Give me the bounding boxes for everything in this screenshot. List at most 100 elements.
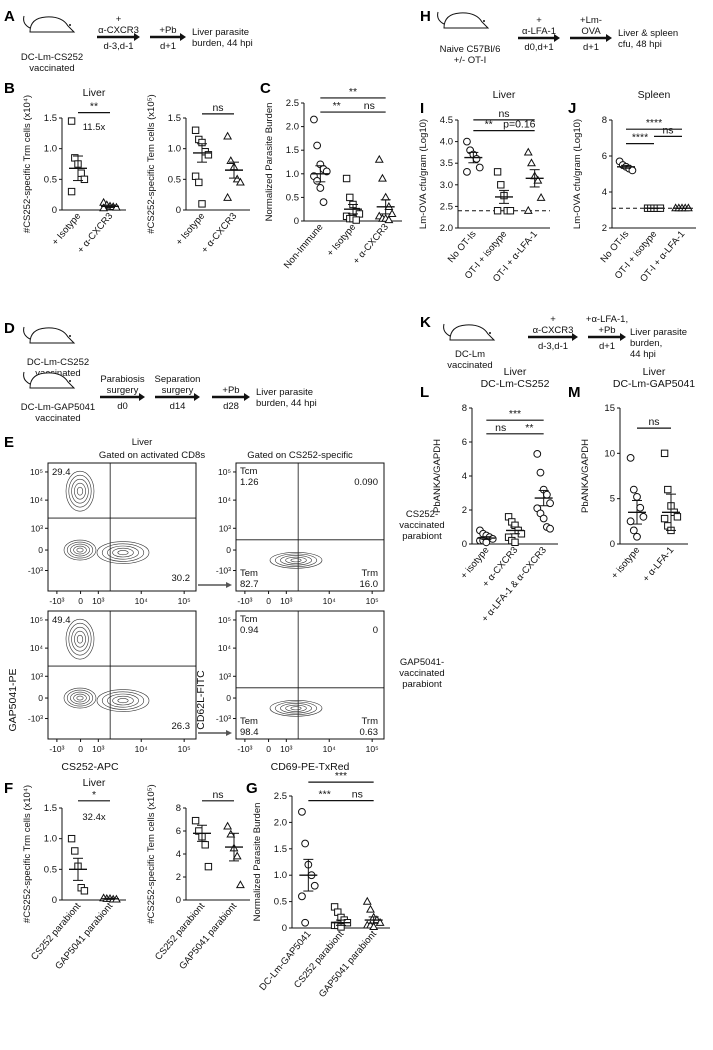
data-point (235, 177, 245, 186)
label-line: -10³ (49, 744, 64, 754)
panel-label-i: I (420, 100, 424, 117)
label-line: Normalized Parasite Burden (264, 103, 275, 222)
y-axis-title: #CS252-specific Tem cells (x10⁵) (146, 784, 157, 923)
label-line: 0 (226, 693, 231, 703)
label-line: burden, (630, 338, 662, 349)
data-point (546, 524, 554, 533)
label-line: 2.5 (286, 98, 299, 109)
gate-percent-label: 29.4 (52, 467, 71, 478)
y-axis-title: Lm-OVA cfu/gram (Log10) (572, 119, 583, 229)
gate-percent-label: 49.4 (52, 615, 71, 626)
y-tick-label: 10⁴ (30, 495, 43, 505)
x-tick-label: 10⁴ (323, 596, 336, 606)
chart-title: Liver (493, 89, 516, 101)
label-line: burden, 44 hpi (192, 38, 253, 49)
panel-label-l: L (420, 384, 429, 401)
label-line: 0 (52, 895, 57, 906)
y-tick-label: 0 (226, 545, 231, 555)
significance-label: ns (212, 102, 223, 114)
label-line: -10³ (28, 566, 43, 576)
y-tick-label: 0 (610, 539, 615, 550)
gate-percent-label: 26.3 (172, 721, 191, 732)
flow-plot-frame (235, 610, 385, 740)
dot-plot-charts: 00.51.01.5#CS252-specific Trm cells (x10… (22, 86, 696, 1000)
x-tick-label: 0 (266, 596, 271, 606)
label-line: 0.63 (360, 727, 379, 738)
mouse-label: Naive C57Bl/6+/- OT-I (440, 44, 501, 66)
y-tick-label: 2.0 (274, 817, 287, 828)
label-line: Liver (504, 366, 527, 378)
label-line: OVA (581, 26, 601, 37)
data-point (310, 881, 319, 890)
y-tick-label: 5 (610, 494, 615, 505)
label-line: 2 (602, 223, 607, 234)
quadrant-percent-label: 0 (373, 625, 378, 636)
chart-b2: 00.51.01.5#CS252-specific Tem cells (x10… (146, 94, 250, 256)
density-contour (107, 545, 139, 560)
label-line: 1.0 (286, 169, 299, 180)
chart-i: 2.02.53.03.54.04.5Lm-OVA cfu/gram (Log10… (418, 89, 550, 284)
label-line: 1.0 (168, 144, 181, 155)
label-line: + Isotype (50, 211, 83, 248)
data-point (80, 175, 89, 184)
density-contour (96, 541, 150, 564)
y-tick-label: 2.5 (440, 201, 453, 212)
y-tick-label: 1.5 (274, 844, 287, 855)
y-tick-label: 1.5 (44, 113, 57, 124)
label-line: + Isotype (325, 222, 358, 259)
data-point (660, 449, 669, 458)
y-tick-label: 4 (602, 187, 607, 198)
label-line: 4.5 (440, 115, 453, 126)
data-point (636, 503, 645, 512)
data-point (493, 168, 502, 176)
quadrant-name-label: Trm (361, 716, 378, 727)
label-line: 10³ (92, 744, 104, 754)
y-tick-label: 1.5 (44, 803, 57, 814)
density-contour (107, 693, 139, 708)
significance-label: ** (333, 100, 341, 112)
label-line: surgery (162, 385, 194, 396)
density-contour (76, 695, 84, 701)
label-line: 0 (78, 744, 83, 754)
chart-title: Liver (83, 777, 106, 789)
chart-title: Spleen (638, 89, 671, 101)
label-line: **** (632, 132, 648, 144)
label-line: Liver & spleen (618, 28, 678, 39)
y-tick-label: 6 (176, 826, 181, 837)
label-line: 10⁵ (178, 744, 191, 754)
density-contour (73, 545, 87, 555)
data-point (67, 187, 76, 196)
label-line: 0 (78, 596, 83, 606)
x-category-label: GAP5041 parabiont (53, 901, 115, 972)
y-tick-label: 10⁵ (30, 467, 43, 477)
label-line: 1.5 (168, 113, 181, 124)
x-category-label: Non-Immune (282, 222, 326, 271)
label-line: ns (212, 789, 223, 801)
label-line: 2.0 (274, 817, 287, 828)
label-line: 10⁵ (30, 467, 43, 477)
label-line: 10⁴ (218, 643, 231, 653)
gate-title-right: Gated on CS252-specific (247, 450, 353, 461)
mouse-eye (483, 20, 485, 22)
label-line: Non-Immune (282, 222, 326, 271)
label-line: 10³ (219, 523, 231, 533)
density-contour (112, 547, 134, 558)
label-line: CD62L-FITC (195, 670, 207, 730)
label-line: 8 (602, 115, 607, 126)
significance-label: ** (349, 86, 357, 98)
density-contour (65, 470, 95, 512)
density-contour (71, 626, 89, 652)
data-point (195, 178, 203, 187)
y-tick-label: 0 (38, 545, 43, 555)
data-point (71, 847, 79, 855)
label-line: 1.0 (274, 870, 287, 881)
chart-f1: 00.51.01.5#CS252-specific Trm cells (x10… (22, 777, 126, 972)
mouse-body (449, 324, 496, 341)
label-line: 49.4 (52, 615, 71, 626)
